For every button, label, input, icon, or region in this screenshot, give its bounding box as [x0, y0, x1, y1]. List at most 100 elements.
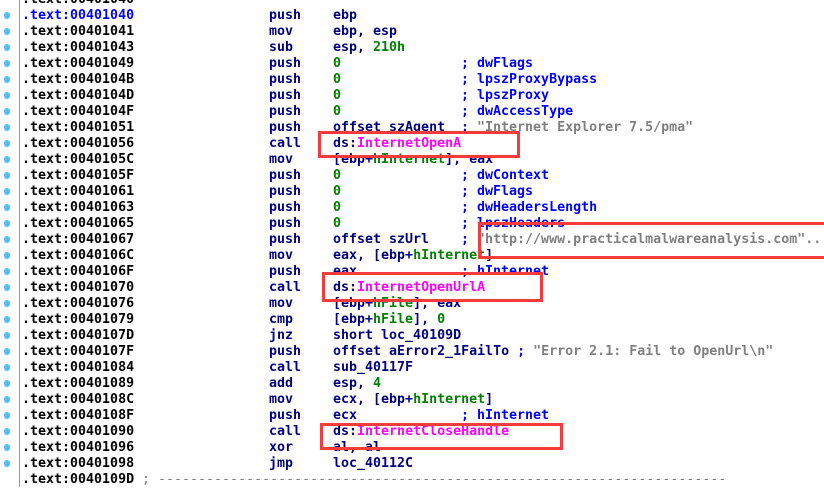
breakpoint-dot-icon[interactable] [4, 460, 10, 467]
breakpoint-dot-icon[interactable] [4, 268, 10, 275]
address[interactable]: .text:0040109D [22, 472, 135, 487]
breakpoint-dot-icon[interactable] [4, 284, 10, 291]
address[interactable]: .text:00401063 [22, 200, 135, 215]
address[interactable]: .text:00401040 [22, 8, 135, 23]
address[interactable]: .text:00401098 [22, 456, 135, 471]
breakpoint-dot-icon[interactable] [4, 412, 10, 419]
breakpoint-dot-icon[interactable] [4, 364, 10, 371]
listing-row[interactable]: .text:0040109D; ------------------------… [0, 472, 824, 488]
api-name[interactable]: InternetCloseHandle [357, 424, 510, 439]
address[interactable]: .text:00401089 [22, 376, 135, 391]
breakpoint-dot-icon[interactable] [4, 76, 10, 83]
breakpoint-dot-icon[interactable] [4, 428, 10, 435]
breakpoint-dot-icon[interactable] [4, 348, 10, 355]
breakpoint-dot-icon[interactable] [4, 124, 10, 131]
address[interactable]: .text:0040105F [22, 168, 135, 183]
breakpoint-dot-icon[interactable] [4, 380, 10, 387]
address[interactable]: .text:0040107D [22, 328, 135, 343]
address[interactable]: .text:00401096 [22, 440, 135, 455]
address[interactable]: .text:00401084 [22, 360, 135, 375]
address[interactable]: .text:0040106C [22, 248, 135, 263]
address[interactable]: .text:00401067 [22, 232, 135, 247]
address[interactable]: .text:00401090 [22, 424, 135, 439]
address[interactable]: .text:00401041 [22, 24, 135, 39]
address[interactable]: .text:00401049 [22, 56, 135, 71]
address[interactable]: .text:0040107F [22, 344, 135, 359]
address[interactable]: .text:00401076 [22, 296, 135, 311]
variable-name[interactable]: hInternet [413, 248, 486, 263]
breakpoint-dot-icon[interactable] [4, 12, 10, 19]
variable-name[interactable]: hFile [373, 296, 414, 311]
address[interactable]: .text:0040104B [22, 72, 135, 87]
breakpoint-dot-icon[interactable] [4, 444, 10, 451]
address[interactable]: .text:0040104F [22, 104, 135, 119]
api-name[interactable]: InternetOpenUrlA [357, 280, 486, 295]
breakpoint-dot-icon[interactable] [4, 188, 10, 195]
variable-name[interactable]: hFile [373, 312, 414, 327]
breakpoint-dot-icon[interactable] [4, 220, 10, 227]
address[interactable]: .text:00401051 [22, 120, 135, 135]
address[interactable]: .text:00401056 [22, 136, 135, 151]
address[interactable]: .text:0040106F [22, 264, 135, 279]
address[interactable]: .text:0040105C [22, 152, 135, 167]
api-name[interactable]: InternetOpenA [357, 136, 462, 151]
breakpoint-dot-icon[interactable] [4, 396, 10, 403]
breakpoint-dot-icon[interactable] [4, 204, 10, 211]
variable-name[interactable]: hInternet [373, 152, 446, 167]
breakpoint-dot-icon[interactable] [4, 156, 10, 163]
address[interactable]: .text:00401040 [22, 0, 134, 8]
address[interactable]: .text:00401079 [22, 312, 135, 327]
variable-name[interactable]: hInternet [413, 392, 486, 407]
breakpoint-dot-icon[interactable] [4, 252, 10, 259]
breakpoint-dot-icon[interactable] [4, 60, 10, 67]
breakpoint-dot-icon[interactable] [4, 172, 10, 179]
breakpoint-dot-icon[interactable] [4, 300, 10, 307]
breakpoint-dot-icon[interactable] [4, 44, 10, 51]
address[interactable]: .text:0040108F [22, 408, 135, 423]
breakpoint-dot-icon[interactable] [4, 108, 10, 115]
breakpoint-dot-icon[interactable] [4, 28, 10, 35]
breakpoint-dot-icon[interactable] [4, 332, 10, 339]
address[interactable]: .text:0040108C [22, 392, 135, 407]
address[interactable]: .text:00401043 [22, 40, 135, 55]
breakpoint-dot-icon[interactable] [4, 316, 10, 323]
address[interactable]: .text:00401061 [22, 184, 135, 199]
listing-row[interactable]: .text:00401040 [0, 0, 824, 8]
address[interactable]: .text:00401070 [22, 280, 135, 295]
address[interactable]: .text:0040104D [22, 88, 135, 103]
breakpoint-dot-icon[interactable] [4, 92, 10, 99]
breakpoint-dot-icon[interactable] [4, 236, 10, 243]
breakpoint-dot-icon[interactable] [4, 140, 10, 147]
address[interactable]: .text:00401065 [22, 216, 135, 231]
